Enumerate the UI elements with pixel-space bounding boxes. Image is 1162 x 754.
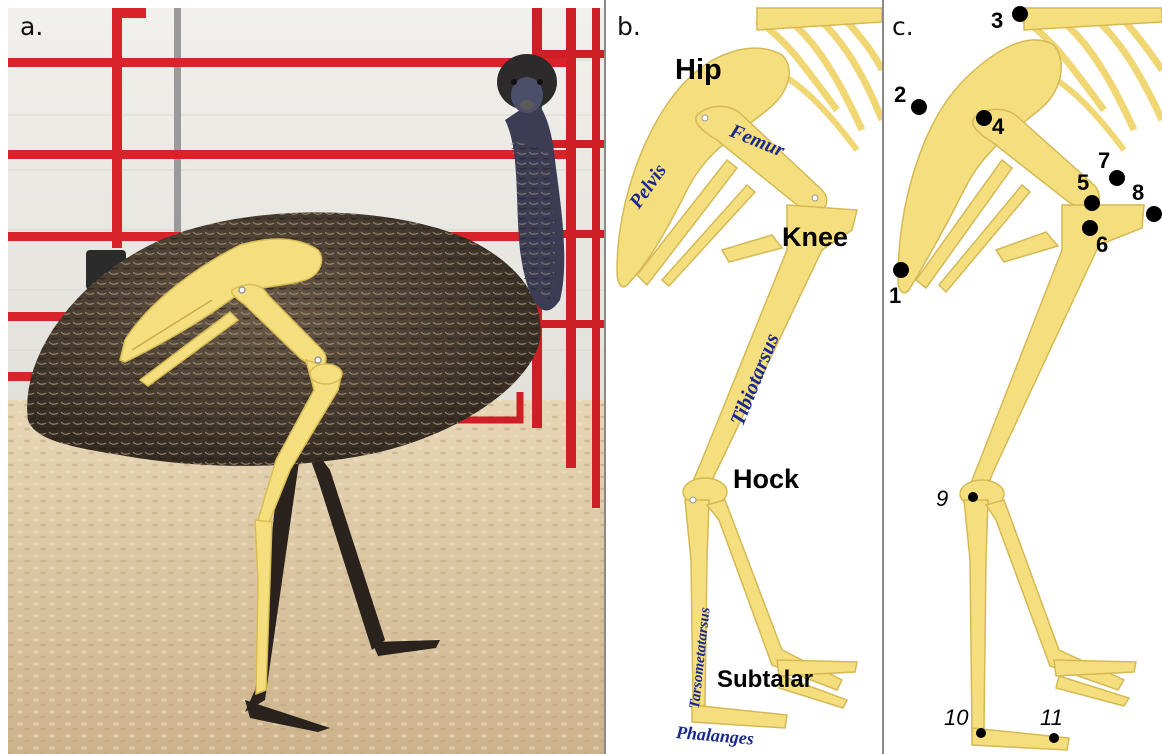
marker-number-3: 3 — [991, 8, 1003, 34]
marker-number-1: 1 — [889, 283, 901, 309]
marker-dot-4 — [976, 110, 992, 126]
emu-photo-illustration — [0, 0, 604, 754]
panel-b-labelled-skeleton: b. Hip Knee Hock Subtalar Pelvis Femur T… — [607, 0, 882, 754]
skeleton-illustration-c — [884, 0, 1162, 754]
marker-dot-8 — [1146, 206, 1162, 222]
panel-divider — [604, 0, 606, 754]
marker-number-7: 7 — [1098, 148, 1110, 174]
marker-dot-6 — [1109, 170, 1125, 186]
joint-label-knee: Knee — [782, 222, 848, 253]
panel-label-c: c. — [892, 12, 914, 41]
marker-dot-11 — [1049, 733, 1059, 743]
marker-dot-5 — [1084, 195, 1100, 211]
joint-label-hock: Hock — [733, 464, 799, 495]
marker-dot-3 — [1012, 6, 1028, 22]
marker-dot-1 — [893, 262, 909, 278]
panel-label-a: a. — [20, 12, 43, 41]
panel-a-emu-photo: a. — [0, 0, 604, 754]
marker-number-6: 6 — [1096, 232, 1108, 258]
marker-number-4: 4 — [992, 114, 1004, 140]
panel-c-numbered-skeleton: c. 1 2 3 4 5 6 7 8 9 10 11 — [884, 0, 1162, 754]
marker-dot-9 — [968, 492, 978, 502]
metal-pole — [174, 8, 181, 238]
marker-number-2: 2 — [894, 82, 906, 108]
marker-dot-2 — [911, 99, 927, 115]
marker-number-11: 11 — [1040, 705, 1063, 731]
joint-label-hip: Hip — [675, 54, 722, 87]
marker-number-9: 9 — [936, 486, 948, 512]
panel-label-b: b. — [617, 12, 641, 41]
marker-number-10: 10 — [944, 705, 968, 731]
marker-number-8: 8 — [1132, 180, 1144, 206]
joint-label-subtalar: Subtalar — [717, 666, 813, 694]
marker-dot-10 — [976, 728, 986, 738]
marker-number-5: 5 — [1077, 170, 1089, 196]
